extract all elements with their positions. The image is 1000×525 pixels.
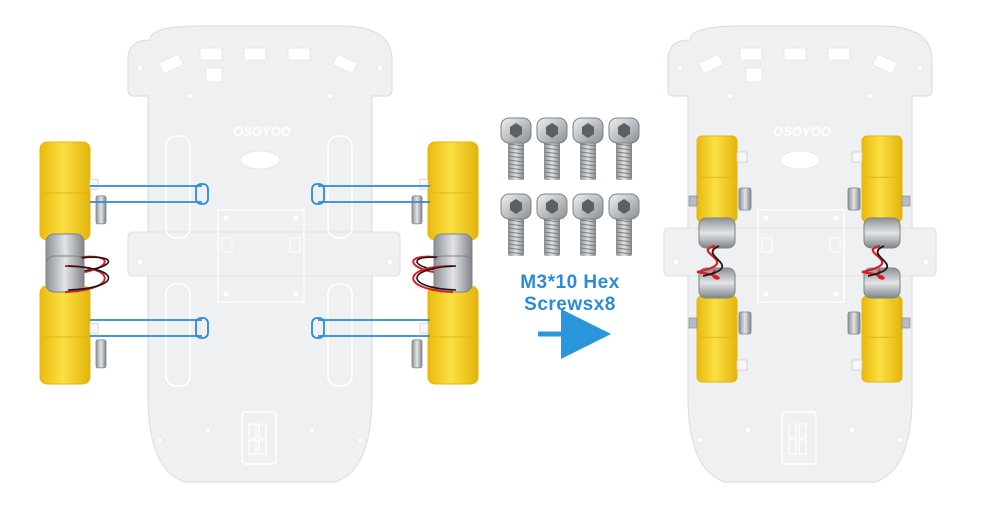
chassis-plate-left: OSOYOO <box>127 25 401 483</box>
gear-motor-icon <box>847 135 911 249</box>
motor-wires <box>696 244 724 280</box>
screw-caption-line1: M3*10 Hex <box>520 272 620 293</box>
hex-socket-screw-icon <box>572 193 604 256</box>
hex-socket-screw-icon <box>500 117 532 180</box>
chassis-plate-right: OSOYOO <box>663 25 937 483</box>
chassis-crossbar-left <box>127 231 401 277</box>
gear-motor-icon <box>39 255 110 385</box>
motor-wires <box>861 244 889 280</box>
brand-logo-left: OSOYOO <box>233 124 291 139</box>
seven-seg-display-right <box>788 423 807 455</box>
hex-socket-screw-icon <box>536 117 568 180</box>
hex-socket-screw-icon <box>500 193 532 256</box>
oval-cutout-right <box>779 150 821 170</box>
screw-caption: M3*10 Hex Screwsx8 <box>505 272 635 316</box>
mount-guides-left <box>90 183 430 339</box>
screw-group <box>500 117 640 256</box>
gear-motor-icon <box>39 141 110 275</box>
motors-mounted <box>688 135 911 383</box>
brand-logo-right: OSOYOO <box>773 124 831 139</box>
hex-socket-screw-icon <box>608 117 640 180</box>
gear-motor-icon <box>411 141 479 275</box>
screw-caption-line2: Screwsx8 <box>524 294 616 315</box>
oval-cutout-left <box>239 150 281 170</box>
hex-socket-screw-icon <box>572 117 604 180</box>
gear-motor-icon <box>411 255 479 385</box>
gear-motor-icon <box>688 135 752 249</box>
motors-unmounted <box>39 141 479 385</box>
hex-socket-screw-icon <box>608 193 640 256</box>
seven-seg-display-left <box>248 423 267 455</box>
hex-socket-screw-icon <box>536 193 568 256</box>
